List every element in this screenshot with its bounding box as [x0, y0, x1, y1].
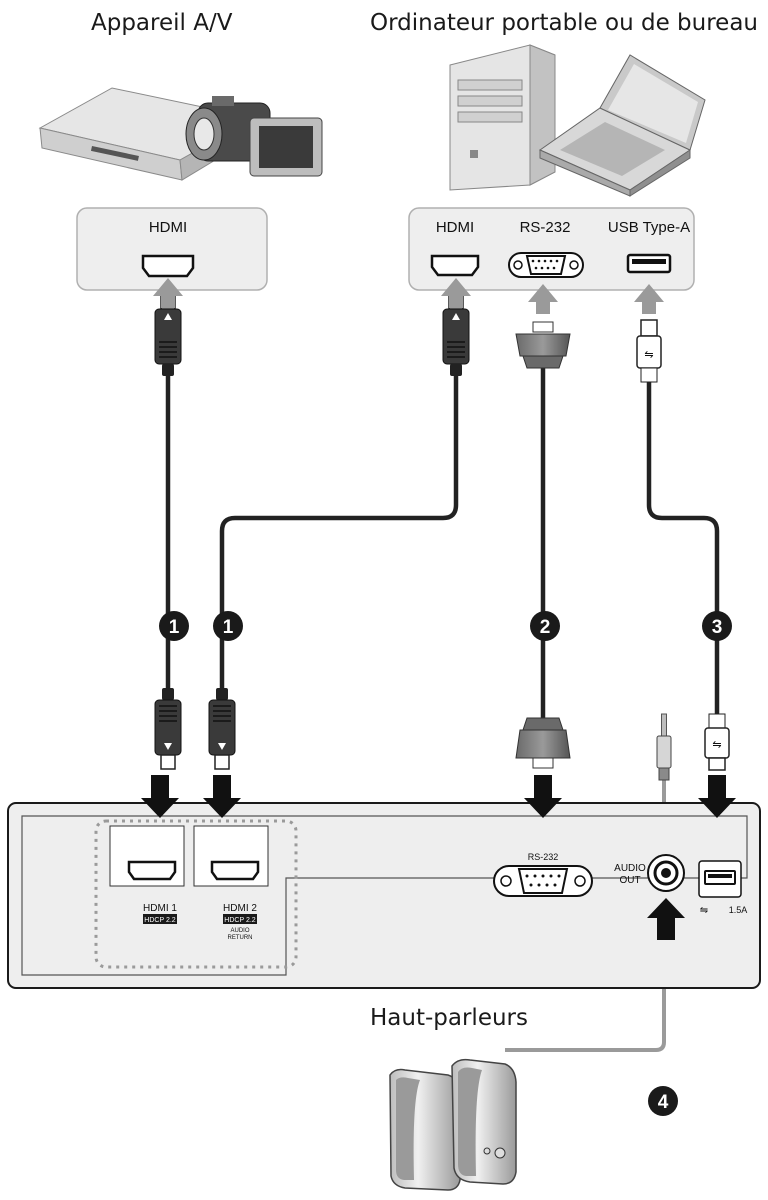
cable-number-2: 2 [530, 611, 560, 641]
arrow-up-pc-usb [634, 284, 664, 314]
arrow-up-pc-hdmi [441, 278, 471, 308]
pc-rs232-port-icon [508, 252, 584, 278]
audio-out-label-1: AUDIO [614, 863, 646, 874]
heading-av-device: Appareil A/V [91, 10, 233, 36]
arrow-down-rs232 [524, 775, 562, 818]
rs232-plug-bottom [515, 717, 571, 769]
cable-number-4: 4 [648, 1086, 678, 1116]
hdmi2-hdcp-badge: HDCP 2.2 [224, 917, 255, 924]
pc-port-panel: HDMI RS-232 USB Type-A [408, 207, 695, 291]
audio-jack-plug [656, 713, 672, 781]
desktop-tower-icon [449, 44, 556, 191]
pc-hdmi-port-icon [430, 254, 480, 277]
arrow-down-hdmi1 [141, 775, 179, 818]
av-hdmi-label: HDMI [149, 219, 187, 236]
svg-text:2: 2 [540, 617, 551, 638]
projector-rs232-label: RS-232 [528, 852, 559, 862]
hdmi-plug-pc-bottom [208, 688, 236, 770]
heading-speakers: Haut-parleurs [370, 1005, 528, 1031]
usb-power-label: 1.5A [729, 905, 748, 915]
audio-out-label-2: OUT [619, 875, 640, 886]
av-hdmi-port-icon [141, 254, 195, 278]
usb-plug-top: ⇋ [636, 319, 662, 383]
svg-text:1: 1 [223, 617, 234, 638]
av-port-panel: HDMI [76, 207, 268, 291]
pc-usb-port-icon [626, 253, 672, 274]
arrow-down-hdmi2 [203, 775, 241, 818]
heading-computer: Ordinateur portable ou de bureau [370, 10, 758, 36]
svg-text:4: 4 [658, 1092, 669, 1113]
hdmi2-port-icon [210, 860, 260, 881]
arrow-up-audio-out [647, 898, 685, 940]
arrow-up-av-hdmi [153, 278, 183, 308]
rs232-plug-top [515, 321, 571, 369]
usb-cable [646, 380, 720, 715]
hdmi-plug-av-bottom [154, 688, 182, 770]
audio-cable [505, 778, 666, 1052]
hdmi1-port-icon [127, 860, 177, 881]
hdmi1-hdcp-badge: HDCP 2.2 [144, 917, 175, 924]
projector-rs232-port-icon [493, 865, 593, 897]
arrow-up-pc-rs232 [528, 284, 558, 314]
laptop-icon [538, 54, 706, 197]
projector-usb-port-icon [698, 860, 742, 898]
arrow-down-usb [698, 775, 736, 818]
audio-return-label-1: AUDIO [230, 928, 249, 934]
svg-text:⇋: ⇋ [644, 349, 653, 361]
hdmi2-label: HDMI 2 [223, 903, 257, 914]
audio-return-label-2: RETURN [228, 935, 253, 941]
audio-out-jack-icon [647, 854, 685, 892]
pc-rs232-label: RS-232 [520, 219, 571, 236]
usb-plug-bottom: ⇋ [704, 713, 730, 771]
hdmi-cable-pc [219, 375, 459, 700]
speakers-icon [389, 1058, 517, 1191]
svg-text:1: 1 [169, 617, 180, 638]
cable-number-1-pc: 1 [213, 611, 243, 641]
cable-number-1-av: 1 [159, 611, 189, 641]
svg-text:⇋: ⇋ [712, 739, 721, 751]
hdmi1-label: HDMI 1 [143, 903, 177, 914]
usb-symbol-icon: ⇋ [700, 905, 708, 916]
pc-hdmi-label: HDMI [436, 219, 474, 236]
svg-text:3: 3 [712, 617, 723, 638]
projector-panel: HDMI 1 HDCP 2.2 HDMI 2 HDCP 2.2 AUDIO RE… [7, 802, 761, 989]
camcorder-icon [185, 96, 323, 177]
pc-usb-label: USB Type-A [608, 219, 690, 236]
cable-number-3: 3 [702, 611, 732, 641]
